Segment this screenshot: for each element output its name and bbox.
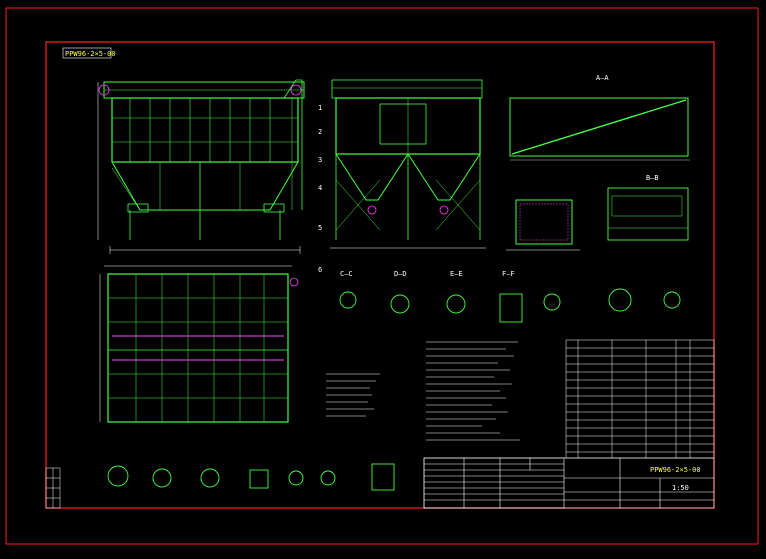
detail-6-label: 6	[318, 266, 323, 274]
section-bb-label: B—B	[646, 174, 659, 182]
front-elevation	[97, 79, 305, 254]
detail-2-label: 2	[318, 128, 323, 136]
detail-4-label: 4	[318, 184, 323, 192]
detail-5-label: 5	[318, 224, 323, 232]
title-block	[423, 457, 715, 509]
section-aa	[509, 97, 690, 161]
drawing-code-stamp: PPW96-2×5-00	[65, 50, 116, 58]
technical-notes	[326, 341, 520, 441]
inner-frame	[45, 41, 715, 509]
view-cc-label: C—C	[340, 270, 353, 278]
outer-frame	[5, 7, 759, 545]
detail-sections	[339, 288, 681, 323]
section-bb	[607, 187, 689, 241]
bottom-details	[107, 463, 395, 491]
section-aa-label: A—A	[596, 74, 609, 82]
view-dd-label: D—D	[394, 270, 407, 278]
view-ee-label: E—E	[450, 270, 463, 278]
title-block-code: PPW96-2×5-00	[650, 466, 701, 474]
small-plan	[506, 199, 580, 251]
binding-strip	[45, 467, 61, 509]
view-ff-label: F—F	[502, 270, 515, 278]
detail-1-label: 1	[318, 104, 323, 112]
parts-list	[565, 339, 715, 459]
detail-3-label: 3	[318, 156, 323, 164]
code-box	[62, 47, 112, 59]
side-elevation	[330, 79, 486, 249]
plan-view	[99, 265, 299, 423]
title-block-scale: 1:50	[672, 484, 689, 492]
